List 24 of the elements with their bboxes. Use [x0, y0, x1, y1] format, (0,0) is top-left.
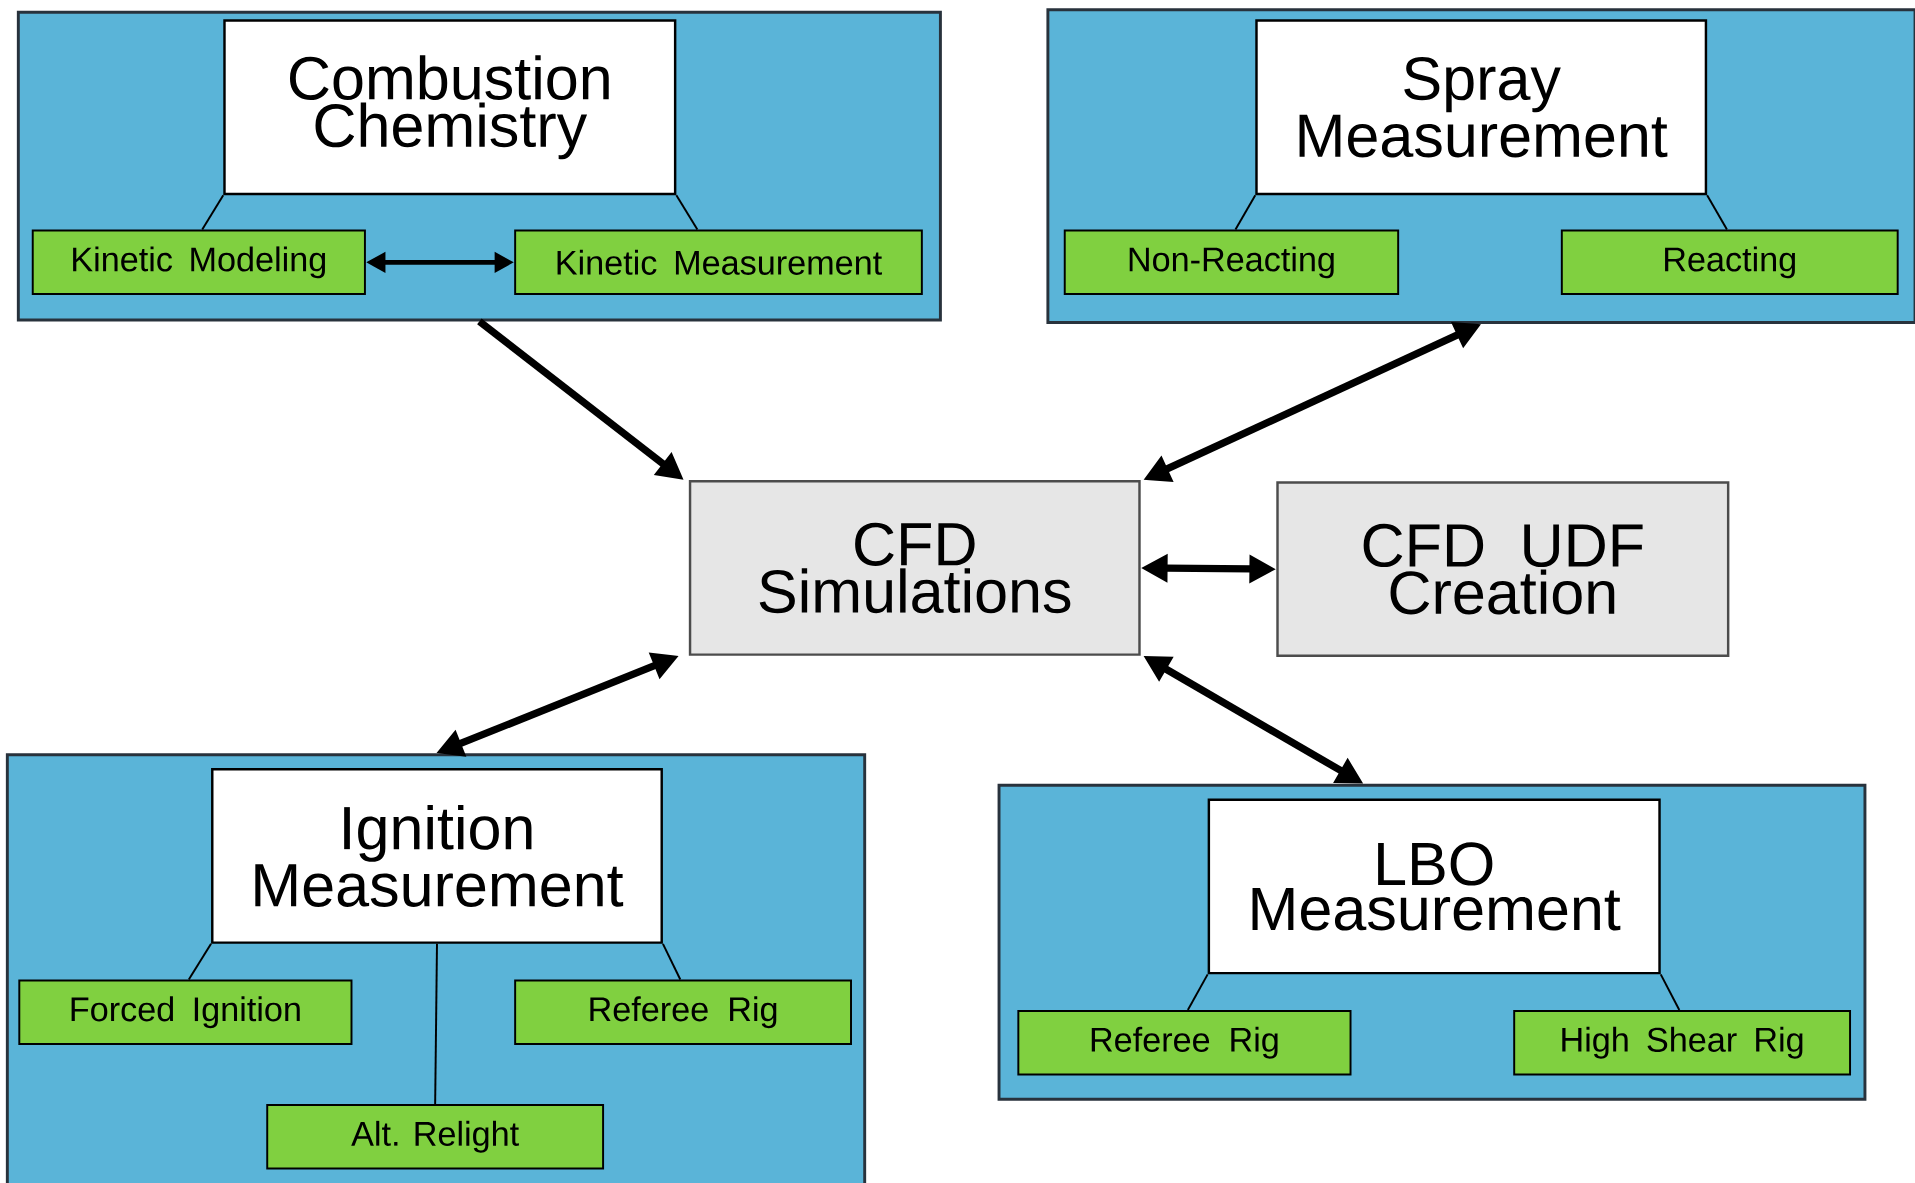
- subtopic-box: Forced Ignition: [18, 979, 353, 1045]
- subtopic-box: Kinetic Modeling: [31, 229, 366, 295]
- connector-line: [661, 942, 682, 981]
- connector-line: [187, 942, 213, 981]
- subtopic-box: Referee Rig: [514, 979, 852, 1045]
- title-box: Spray Measurement: [1255, 19, 1708, 195]
- connector-line: [1234, 193, 1257, 231]
- connector-line: [1706, 193, 1728, 231]
- subtopic-box: Alt. Relight: [266, 1103, 605, 1170]
- connector-line: [1186, 973, 1209, 1011]
- connector-line: [201, 193, 225, 231]
- connector-line: [675, 193, 699, 231]
- subtopic-box: Referee Rig: [1017, 1009, 1352, 1076]
- subtopic-box: Kinetic Measurement: [514, 229, 923, 295]
- title-box: Ignition Measurement: [211, 767, 663, 944]
- subtopic-box: Non-Reacting: [1063, 229, 1400, 295]
- title-box: Combustion Chemistry: [223, 19, 677, 195]
- title-box: LBO Measurement: [1207, 798, 1661, 975]
- connector-line: [1659, 973, 1681, 1011]
- process-box: CFD UDF Creation: [1276, 480, 1730, 657]
- subtopic-box: High Shear Rig: [1513, 1009, 1852, 1076]
- process-box: CFD Simulations: [688, 479, 1141, 656]
- connector-line: [434, 942, 438, 1105]
- subtopic-box: Reacting: [1560, 229, 1899, 295]
